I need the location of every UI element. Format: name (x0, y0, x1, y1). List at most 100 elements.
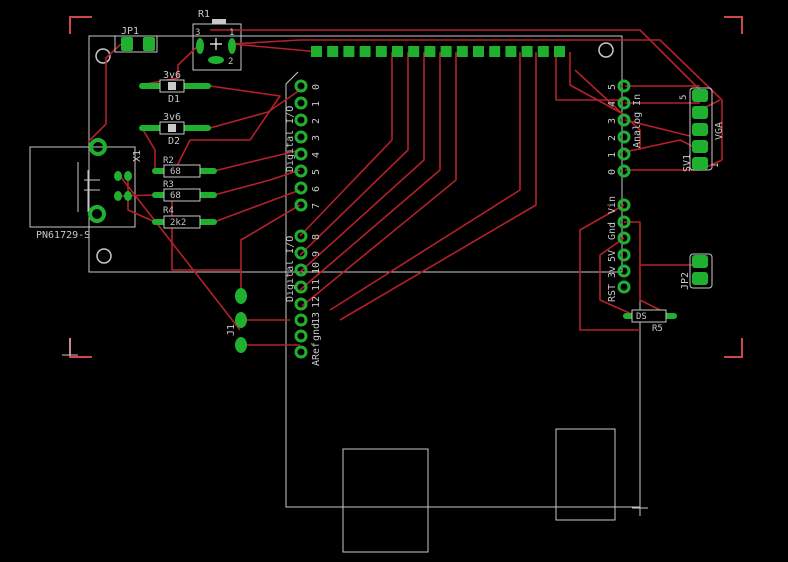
r3-value: 68 (170, 191, 181, 201)
header-pad[interactable] (424, 46, 436, 57)
digital-pin-pad[interactable] (294, 147, 308, 161)
r2-label: R2 (163, 156, 174, 166)
digital-pin-pad[interactable] (294, 229, 308, 243)
mounting-hole-top-right (598, 42, 614, 58)
digital-pin-pad[interactable] (294, 313, 308, 327)
r1-potentiometer[interactable]: R1 3 1 2 (195, 9, 236, 67)
analog-pin-pad[interactable] (617, 248, 631, 262)
silkscreen-outlines (29, 23, 648, 553)
digital-pin-pad[interactable] (294, 297, 308, 311)
digital-pin-label: 9 (311, 251, 322, 257)
x1-label: X1 (132, 150, 143, 162)
digital-pin-pad[interactable] (294, 280, 308, 294)
r1-label: R1 (198, 9, 210, 20)
analog-pin-pad[interactable] (617, 147, 631, 161)
r5-label: R5 (652, 324, 663, 334)
x1-connector[interactable]: X1 PN61729-S (36, 138, 143, 241)
mounting-hole-bottom-left (96, 248, 112, 264)
vga-pin5: 5 (679, 95, 689, 100)
r2-value: 68 (170, 167, 181, 177)
digital-pin-pad[interactable] (294, 246, 308, 260)
header-pad[interactable] (408, 46, 420, 57)
digital-pin-label: 6 (311, 186, 322, 192)
digital-pin-pad[interactable] (294, 79, 308, 93)
r1-pin1: 1 (229, 28, 234, 38)
digital-pin-label: 11 (311, 279, 322, 291)
header-pad[interactable] (440, 46, 452, 57)
digital-io-label-1: Digital I/O (285, 106, 296, 172)
copper-traces (87, 29, 723, 346)
d2-value: 3v6 (163, 112, 181, 123)
d2-diode[interactable]: 3v6 D2 (139, 112, 211, 147)
digital-pin-label: 12 (311, 296, 322, 308)
analog-pin-pad[interactable] (617, 96, 631, 110)
header-pad[interactable] (537, 46, 549, 57)
analog-in-label: Analog In (632, 94, 643, 148)
analog-pin-pad[interactable] (617, 79, 631, 93)
header-strip (311, 46, 565, 57)
r2-resistor[interactable]: R2 68 (152, 156, 217, 178)
analog-pin-pad[interactable] (617, 198, 631, 212)
analog-pin-label: 0 (607, 169, 618, 175)
r3-resistor[interactable]: R3 68 (152, 180, 217, 202)
sv1-label: SV1 (682, 154, 693, 172)
analog-pin-pad[interactable] (617, 215, 631, 229)
header-pad[interactable] (456, 46, 468, 57)
header-pad[interactable] (392, 46, 403, 57)
analog-pin-label: 2 (607, 135, 618, 141)
r1-pin3: 3 (195, 28, 200, 38)
digital-pin-pad[interactable] (294, 113, 308, 127)
d1-diode[interactable]: 3v6 D1 (139, 70, 211, 105)
header-pad[interactable] (359, 46, 371, 57)
digital-pin-pad[interactable] (294, 198, 308, 212)
j1-connector[interactable]: J1 (226, 288, 247, 353)
digital-pin-label: 2 (311, 118, 322, 124)
header-pad[interactable] (375, 46, 387, 57)
digital-pin-label: 3 (311, 135, 322, 141)
analog-pin-pad[interactable] (617, 231, 631, 245)
d2-label: D2 (168, 136, 180, 147)
digital-pin-label: 4 (311, 152, 322, 158)
aref-label: ARef (311, 342, 322, 366)
r4-resistor[interactable]: R4 2k2 (152, 206, 217, 229)
r4-value: 2k2 (170, 218, 186, 228)
header-pad[interactable] (327, 46, 339, 57)
digital-pin-pad[interactable] (294, 164, 308, 178)
analog-pin-pad[interactable] (617, 164, 631, 178)
gnd-right-label: Gnd (607, 222, 618, 240)
jp2-label: JP2 (680, 272, 691, 290)
header-pad[interactable] (554, 46, 565, 57)
analog-pin-label: 5 (607, 84, 618, 90)
digital-pin-label: 10 (311, 262, 322, 274)
header-pad[interactable] (505, 46, 517, 57)
header-pad[interactable] (489, 46, 501, 57)
jp2-header[interactable]: JP2 (680, 253, 713, 290)
header-pad[interactable] (473, 46, 484, 57)
j1-label: J1 (226, 324, 237, 336)
analog-pin-pad[interactable] (617, 264, 631, 278)
ds-label: DS (636, 312, 647, 322)
header-pad[interactable] (343, 46, 355, 57)
digital-pin-pad[interactable] (294, 96, 308, 110)
digital-pin-pad[interactable] (294, 329, 308, 343)
digital-pin-label: 13 (311, 312, 322, 324)
header-pad[interactable] (311, 46, 322, 57)
digital-pin-pad[interactable] (294, 181, 308, 195)
digital-pin-pad[interactable] (294, 130, 308, 144)
analog-pin-pad[interactable] (617, 280, 631, 294)
analog-pin-label: 4 (607, 101, 618, 107)
analog-pin-label: 3 (607, 118, 618, 124)
digital-pin-pad[interactable] (294, 345, 308, 359)
jp1-header[interactable]: JP1 (114, 26, 158, 53)
analog-pin-pad[interactable] (617, 113, 631, 127)
r5-ds[interactable]: DS R5 (623, 309, 677, 334)
digital-pin-pad[interactable] (294, 263, 308, 277)
sv1-header[interactable]: SV1 VGA 5 1 (679, 87, 725, 172)
digital-pin-label: 5 (311, 169, 322, 175)
header-pad[interactable] (521, 46, 533, 57)
rst-label: RST (607, 284, 618, 302)
vga-label: VGA (714, 122, 725, 140)
analog-pin-pad[interactable] (617, 130, 631, 144)
